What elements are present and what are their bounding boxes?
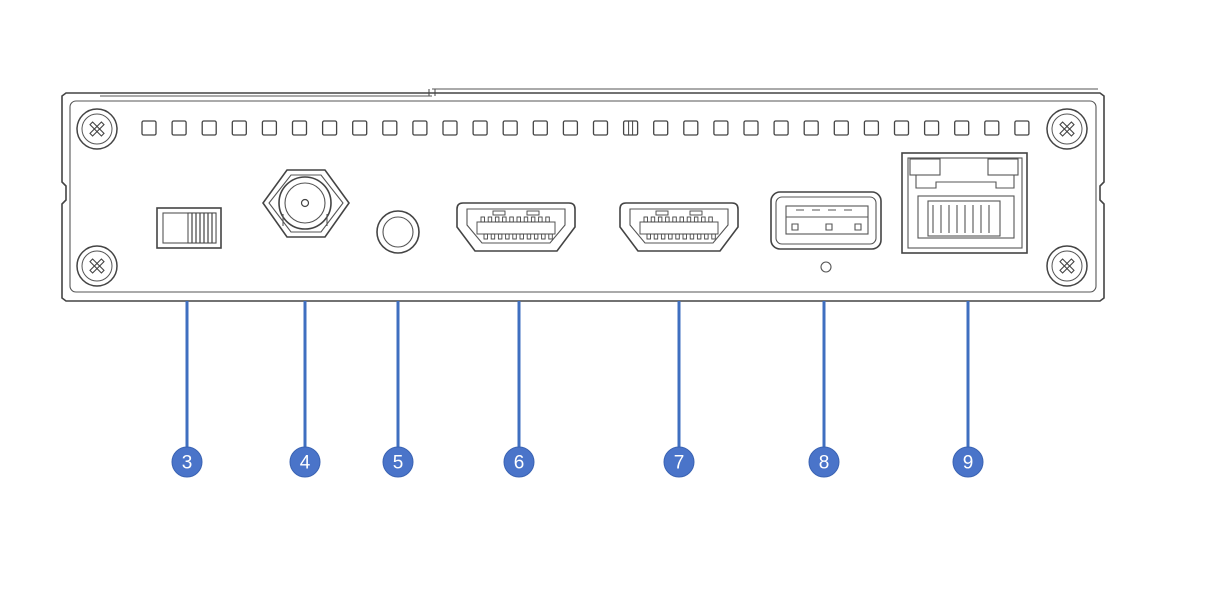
slide-switch-icon — [156, 207, 222, 249]
vent-slot — [803, 120, 819, 136]
chassis-outline — [61, 92, 1105, 302]
callout-7: 7 — [663, 301, 695, 478]
callout-badge — [663, 446, 695, 478]
cross-screw-icon — [76, 245, 118, 287]
cross-screw-icon — [1046, 245, 1088, 287]
callout-8: 8 — [808, 301, 840, 478]
vent-slot — [773, 120, 789, 136]
callout-number: 6 — [514, 453, 525, 474]
hdmi-port-icon — [456, 202, 576, 252]
callout-number: 9 — [963, 453, 974, 474]
callout-number: 5 — [393, 453, 404, 474]
callout-badge — [808, 446, 840, 478]
vent-slot — [562, 120, 579, 136]
sma-antenna-connector-icon — [262, 169, 350, 238]
vent-slot — [442, 120, 458, 136]
vent-slot — [201, 120, 217, 136]
vent-slot — [954, 120, 970, 136]
rj45-port-icon — [901, 152, 1028, 254]
callout-4: 4 — [289, 301, 321, 478]
vent-slot — [532, 120, 548, 136]
callout-badge — [952, 446, 984, 478]
callout-group: 3 4 5 6 7 8 9 — [171, 301, 984, 478]
vent-slot — [141, 120, 157, 136]
vent-slot — [231, 120, 247, 136]
callout-number: 4 — [300, 453, 311, 474]
vent-slot — [382, 120, 398, 136]
vent-slot — [261, 120, 278, 136]
vent-slot — [743, 120, 759, 136]
cross-screw-icon — [76, 108, 118, 150]
vent-slot — [321, 120, 338, 136]
callout-badge — [503, 446, 535, 478]
vent-slot — [923, 120, 940, 136]
callout-3: 3 — [171, 301, 203, 478]
vent-slot — [502, 120, 518, 136]
vent-slot — [291, 120, 308, 136]
vent-slot — [352, 120, 368, 136]
vent-slot — [622, 120, 639, 136]
vent-slot — [893, 120, 910, 136]
cross-screw-icon — [1046, 108, 1088, 150]
vent-slot — [984, 120, 1000, 136]
callout-number: 3 — [182, 453, 193, 474]
callout-9: 9 — [952, 301, 984, 478]
callout-6: 6 — [503, 301, 535, 478]
hdmi-port-icon — [619, 202, 739, 252]
callout-number: 7 — [674, 453, 685, 474]
callout-badge — [171, 446, 203, 478]
vent-slot — [683, 120, 699, 136]
vent-slot — [713, 120, 729, 136]
screw-group — [76, 108, 1088, 287]
vent-slot — [833, 120, 849, 136]
vent-slot — [1014, 120, 1030, 136]
vent-slot — [412, 120, 428, 136]
callout-5: 5 — [382, 301, 414, 478]
audio-jack-icon — [376, 210, 420, 254]
callout-number: 8 — [819, 453, 830, 474]
vent-slot — [653, 120, 669, 136]
vent-slot — [863, 120, 880, 136]
usb-port-icon — [770, 191, 882, 273]
callout-badge — [382, 446, 414, 478]
vent-slot — [472, 120, 488, 136]
callout-badge — [289, 446, 321, 478]
vent-slot — [592, 120, 609, 136]
vent-row — [141, 120, 1030, 136]
vent-slot — [171, 120, 187, 136]
